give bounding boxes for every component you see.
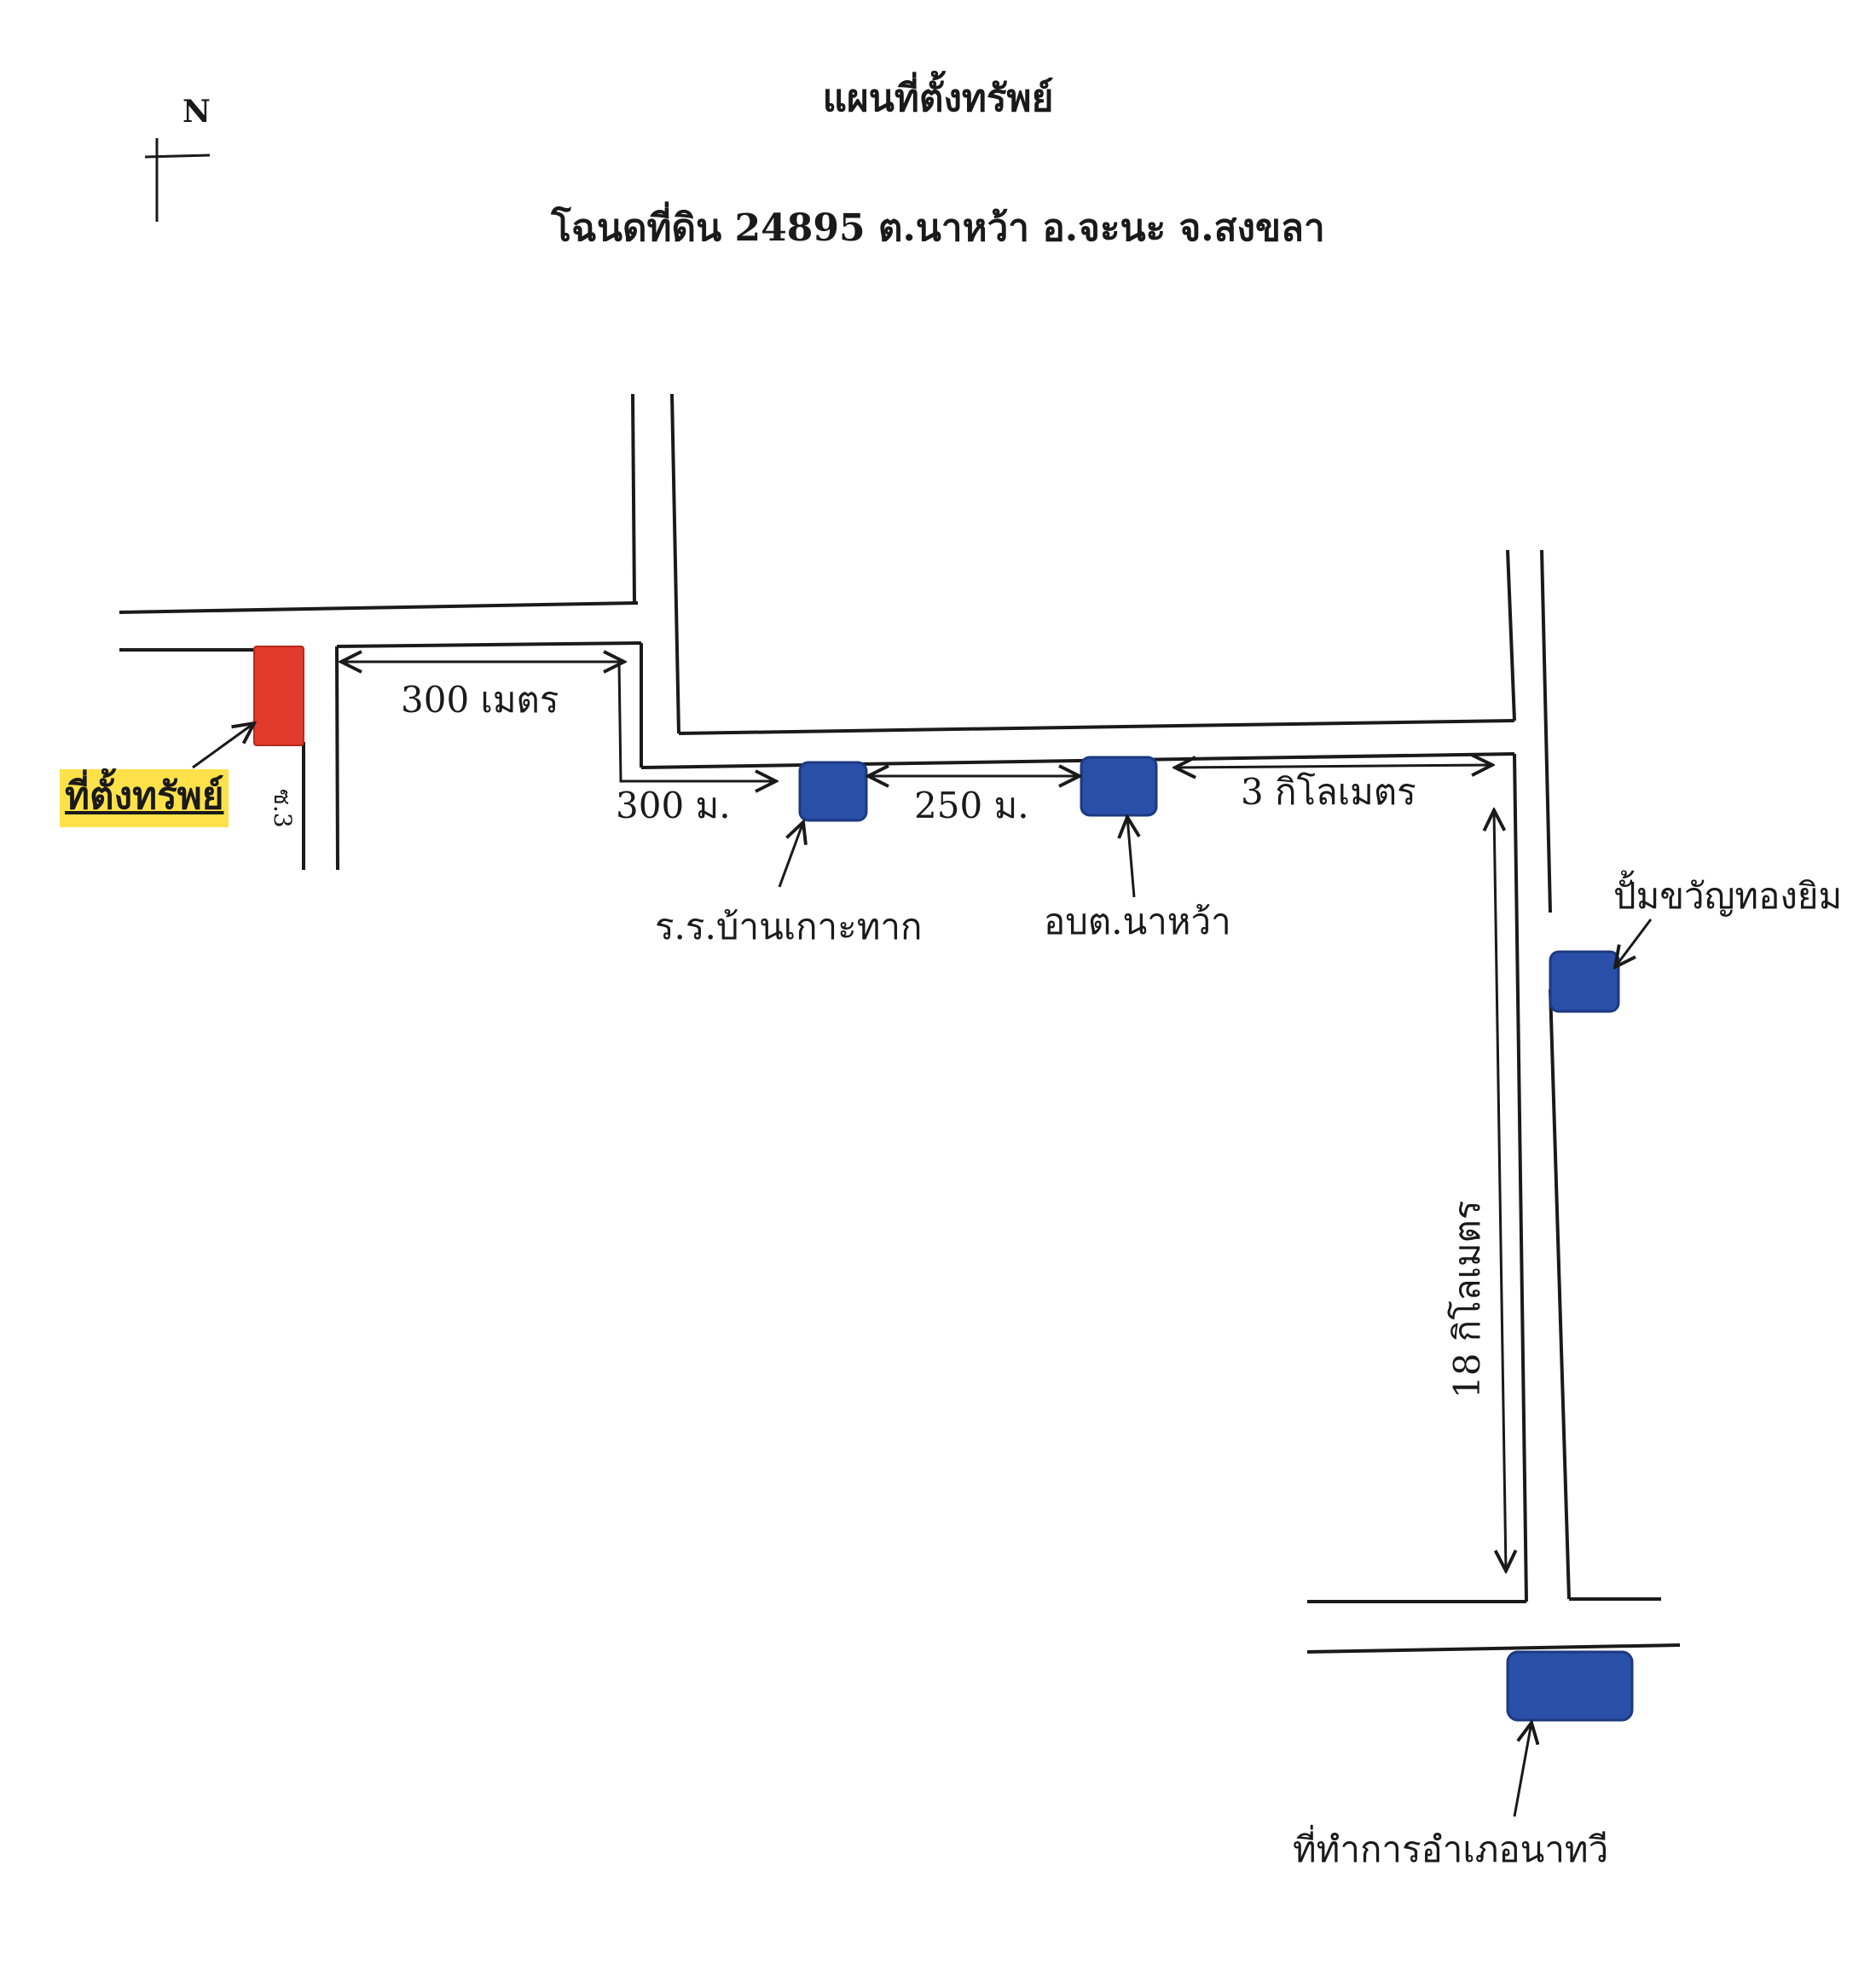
pointer-arrow-sao [1127, 817, 1134, 898]
pointer-arrow-district-office [1513, 1723, 1531, 1817]
route-arrow-300m [617, 661, 776, 781]
distance-label-300m: 300 ม. [616, 785, 731, 826]
map-title: แผนที่ตั้งทรัพย์ [822, 77, 1054, 120]
pointer-arrow-gas-station [1615, 918, 1653, 967]
pointer-arrow-property [192, 723, 254, 769]
distance-label-300m-top: 300 เมตร [401, 679, 559, 721]
school-label: ร.ร.บ้านเกาะทาก [655, 906, 923, 947]
distance-label-18km: 18 กิโลเมตร [1446, 1200, 1488, 1399]
road-south-main [1306, 549, 1681, 1654]
road-soi-3 [302, 646, 339, 871]
property-marker[interactable] [253, 646, 304, 746]
district-office-marker[interactable] [1506, 1650, 1634, 1722]
distance-arrow-18km [1494, 810, 1506, 1571]
sao-label: อบต.นาหว้า [1044, 901, 1231, 942]
gas-station-label: ปั้มขวัญทองยิม [1613, 875, 1843, 917]
property-label: ที่ตั้งทรัพย์ [60, 769, 229, 827]
road-top-west-north [119, 393, 680, 734]
school-marker[interactable] [798, 761, 868, 822]
soi-label: ซ.3 [269, 789, 297, 828]
distance-arrow-3km [1175, 765, 1492, 768]
map-subtitle: โฉนดที่ดิน 24895 ต.นาหว้า อ.จะนะ จ.สงขลา [551, 206, 1325, 250]
pointer-arrow-school [778, 822, 803, 888]
road-network [119, 393, 1681, 1654]
north-arrow-icon [144, 138, 211, 222]
gas-station-marker[interactable] [1549, 950, 1620, 1013]
district-office-label: ที่ทำการอำเภอนาทวี [1293, 1828, 1609, 1870]
road-middle-east [119, 641, 1515, 769]
distance-label-250m: 250 ม. [914, 785, 1029, 826]
distance-label-3km: 3 กิโลเมตร [1241, 771, 1416, 813]
north-label: N [182, 94, 211, 130]
sao-marker[interactable] [1080, 756, 1158, 817]
